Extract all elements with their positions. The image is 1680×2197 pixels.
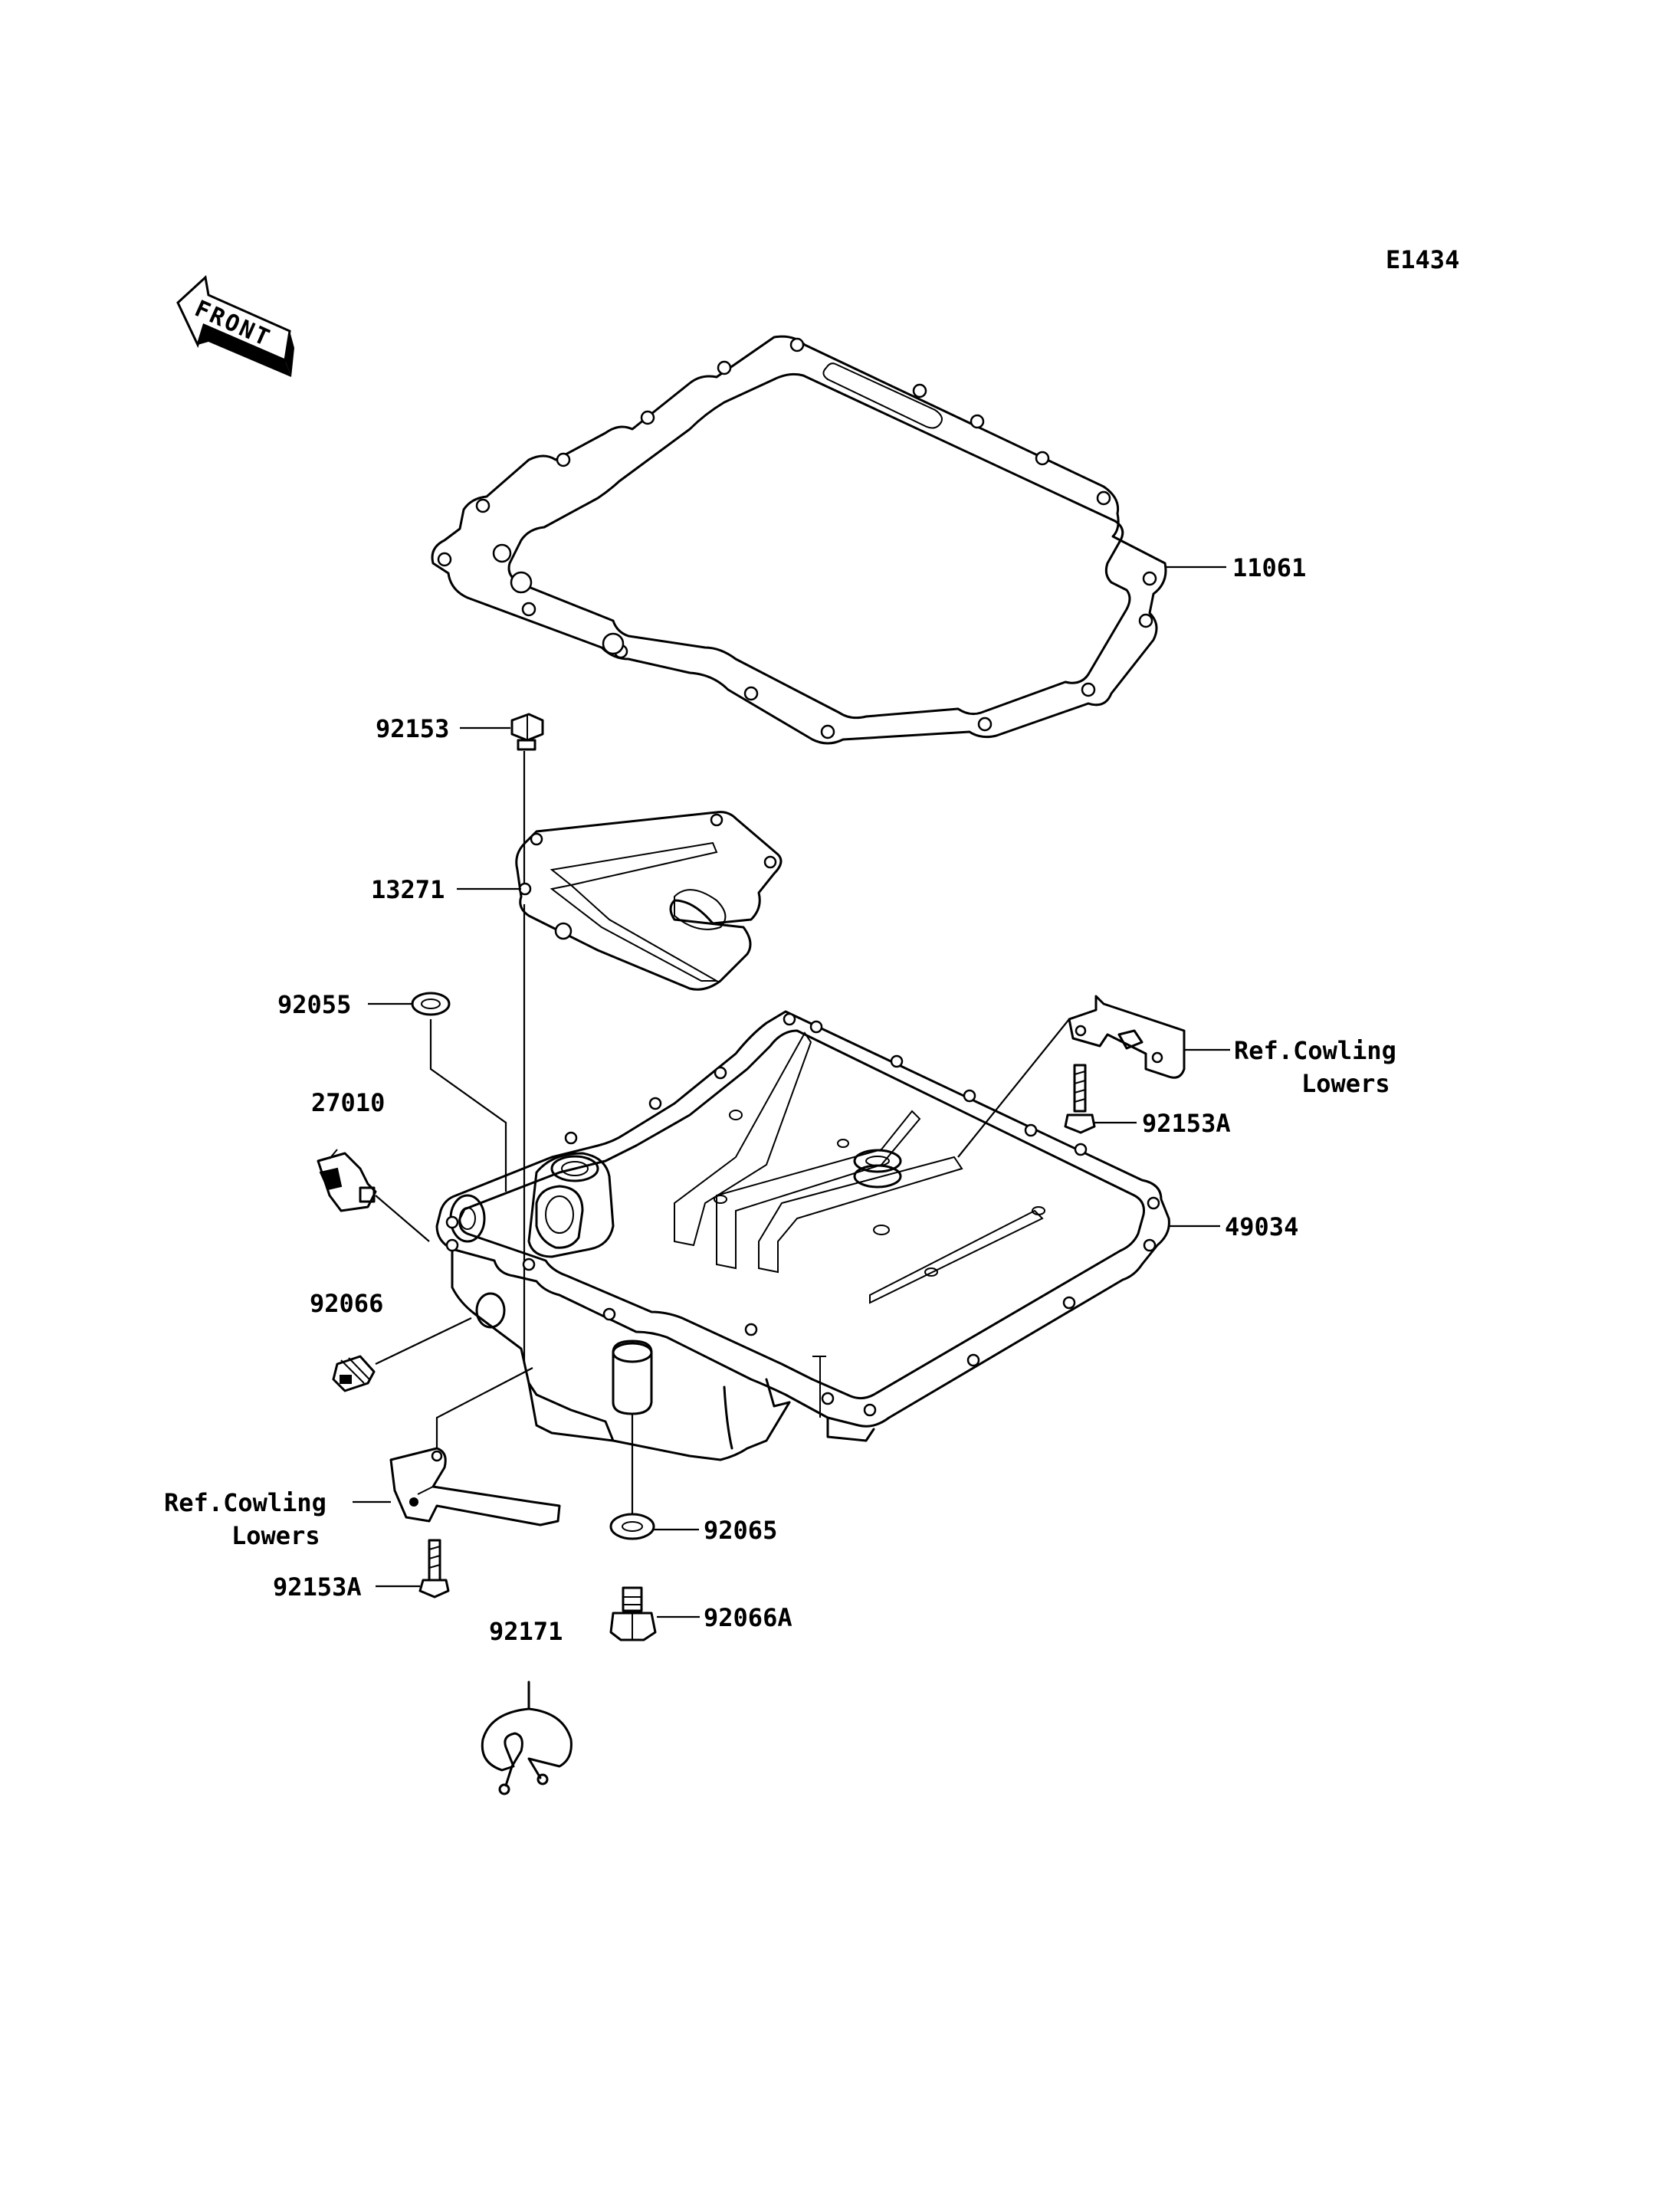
label-92153A-right: 92153A <box>1142 1109 1231 1138</box>
label-49034: 49034 <box>1225 1212 1298 1241</box>
label-92066: 92066 <box>310 1289 383 1318</box>
bolt-92153 <box>510 713 544 751</box>
bolt-92153A-left <box>418 1539 450 1599</box>
ref-cowling-left-line1: Ref.Cowling <box>164 1488 326 1517</box>
washer-92065 <box>609 1513 655 1540</box>
washer-92055 <box>411 992 451 1016</box>
oil-pressure-switch <box>317 1149 377 1212</box>
diagram-code: E1434 <box>1386 245 1459 274</box>
label-92153A-left: 92153A <box>273 1572 362 1602</box>
clamp-92171 <box>481 1681 573 1795</box>
label-92153: 92153 <box>376 714 449 743</box>
label-92065: 92065 <box>704 1516 777 1545</box>
label-92066A: 92066A <box>704 1603 792 1632</box>
ref-cowling-right-line2: Lowers <box>1301 1069 1390 1098</box>
label-27010: 27010 <box>311 1088 385 1117</box>
label-11061: 11061 <box>1232 553 1306 582</box>
label-13271: 13271 <box>371 875 445 904</box>
label-92171: 92171 <box>489 1617 563 1646</box>
oil-pan <box>435 1010 1170 1461</box>
bolt-92153A-right <box>1064 1064 1096 1134</box>
label-92055: 92055 <box>277 990 351 1019</box>
oil-pan-gasket <box>431 335 1167 745</box>
cowling-bracket-right <box>1068 995 1186 1079</box>
drain-plug-92066A <box>609 1586 657 1641</box>
ref-cowling-left-line2: Lowers <box>231 1521 320 1550</box>
baffle-plate <box>515 811 783 991</box>
cowling-bracket-left <box>389 1447 561 1526</box>
ref-cowling-right-line1: Ref.Cowling <box>1234 1036 1396 1065</box>
plug-92066 <box>332 1355 376 1392</box>
front-arrow-icon: FRONT <box>176 275 294 377</box>
